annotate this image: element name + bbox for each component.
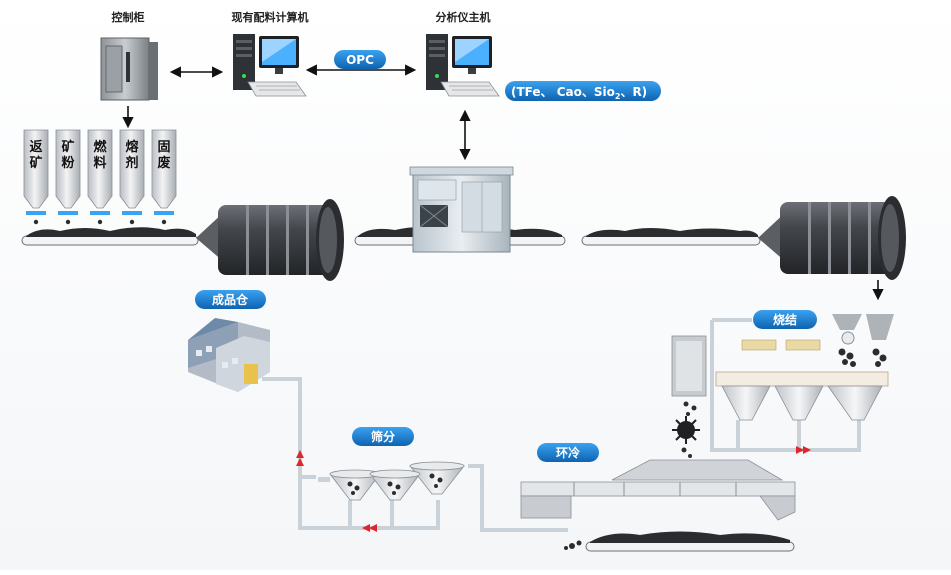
bin-label-char: 返 xyxy=(29,140,42,155)
screening-label: 筛分 xyxy=(371,429,395,444)
batching-conveyor xyxy=(21,227,199,246)
bin-label-char: 矿 xyxy=(29,155,42,171)
bin-label-char: 熔 xyxy=(125,139,139,155)
pre-sinter-conveyor xyxy=(581,228,761,246)
sintering-machine: 烧结 xyxy=(671,310,894,458)
product-conveyor xyxy=(564,531,795,552)
bin-label-char: 粉 xyxy=(61,155,74,171)
assay-label: (TFe、 Cao、Sio2、R) xyxy=(511,85,647,101)
bin-label-char: 料 xyxy=(93,155,106,171)
material-bin: 固废 xyxy=(151,129,177,225)
analyzer-host-computer xyxy=(426,34,500,97)
control-cabinet-label: 控制柜 xyxy=(112,10,145,24)
return-flow-pipes xyxy=(262,318,861,532)
opc-badge: OPC xyxy=(334,50,386,69)
finished-product-warehouse: 成品仓 xyxy=(188,290,270,392)
mixer-drum-left xyxy=(196,199,344,281)
screening-station: 筛分 xyxy=(318,427,465,501)
sintering-label: 烧结 xyxy=(773,312,797,327)
material-bin: 矿粉 xyxy=(55,129,81,225)
bin-label-char: 固 xyxy=(157,140,170,155)
finished-warehouse-label: 成品仓 xyxy=(212,292,249,307)
batching-computer xyxy=(233,34,307,97)
bin-label-char: 废 xyxy=(157,155,170,171)
control-cabinet xyxy=(100,37,158,101)
opc-label: OPC xyxy=(346,53,374,67)
bin-label-char: 矿 xyxy=(61,139,74,155)
cooling-label: 环冷 xyxy=(556,445,580,460)
ring-cooler: 环冷 xyxy=(520,443,796,521)
material-bin: 燃料 xyxy=(87,129,113,225)
flow-direction-markers xyxy=(296,446,811,532)
material-bin: 返矿 xyxy=(23,129,49,225)
assay-badge: (TFe、 Cao、Sio2、R) xyxy=(505,81,661,101)
bin-label-char: 燃 xyxy=(93,139,107,155)
batching-computer-label: 现有配料计算机 xyxy=(232,10,309,24)
bin-label-char: 剂 xyxy=(124,155,138,171)
material-bin: 熔剂 xyxy=(119,129,145,225)
analyzer-host-label: 分析仪主机 xyxy=(436,10,491,24)
mixer-drum-right xyxy=(758,196,906,280)
online-analyzer xyxy=(409,166,514,253)
